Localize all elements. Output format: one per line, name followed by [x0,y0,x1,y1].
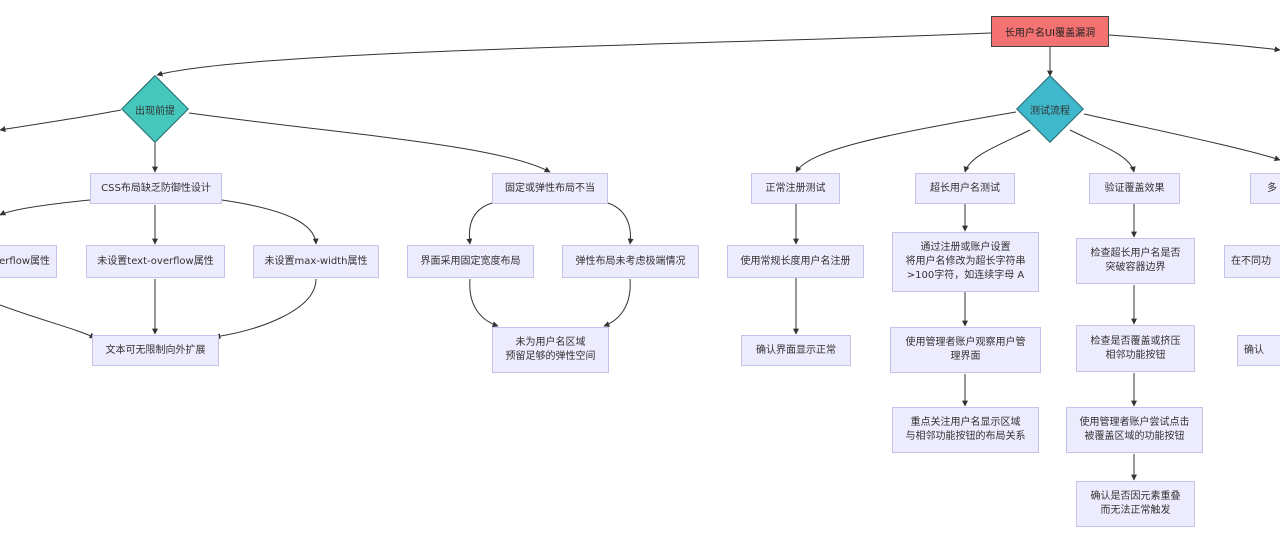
cause-diamond-label: 出现前提 [135,105,175,117]
node-verify-step4[interactable]: 确认是否因元素重叠 而无法正常触发 [1076,481,1195,527]
node-verify-step2[interactable]: 检查是否覆盖或挤压 相邻功能按钮 [1076,325,1195,372]
test-diamond-label: 测试流程 [1030,105,1070,117]
node-long-step2[interactable]: 使用管理者账户观察用户管 理界面 [890,327,1041,373]
node-flex-extreme[interactable]: 弹性布局未考虑极端情况 [562,245,699,278]
edge-layout-fixed [466,202,493,245]
edge-root-offscreen [1108,34,1280,53]
node-long-step1[interactable]: 通过注册或账户设置 将用户名修改为超长字符串 >100字符，如连续字母 A [892,232,1039,292]
node-layout-result[interactable]: 未为用户名区域 预留足够的弹性空间 [492,327,609,373]
edge-tests-normal [795,111,1017,173]
edge-root-causes [156,32,992,77]
node-multi-step1[interactable]: 在不同功 [1224,245,1280,278]
edge-css-overflow [0,199,91,216]
node-fixed-width[interactable]: 界面采用固定宽度布局 [407,245,534,278]
edge-fixed-result [469,278,499,328]
edge-maxwidth-result [214,278,317,340]
edge-flex-result [603,278,631,327]
node-normal-test[interactable]: 正常注册测试 [751,173,840,204]
edge-tests-long [963,129,1031,173]
node-multi-step2[interactable]: 确认 [1237,335,1280,366]
node-overflow[interactable]: erflow属性 [0,245,57,278]
node-normal-step2[interactable]: 确认界面显示正常 [741,335,851,366]
root-node[interactable]: 长用户名UI覆盖漏洞 [991,16,1109,47]
edge-layout-flex [607,202,634,245]
edge-causes-layout [188,112,551,173]
node-normal-step1[interactable]: 使用常规长度用户名注册 [727,245,864,278]
node-long-test[interactable]: 超长用户名测试 [915,173,1015,204]
edge-tests-verify [1069,129,1136,173]
edge-css-maxwidth [221,199,319,245]
edge-overflow-result [0,304,96,339]
node-verify-step1[interactable]: 检查超长用户名是否 突破容器边界 [1076,238,1195,284]
node-max-width[interactable]: 未设置max-width属性 [253,245,379,278]
node-text-overflow[interactable]: 未设置text-overflow属性 [86,245,225,278]
node-layout-improper[interactable]: 固定或弹性布局不当 [492,173,608,204]
node-verify-test[interactable]: 验证覆盖效果 [1089,173,1180,204]
edge-causes-offscreen [0,109,122,133]
edge-tests-multi [1083,113,1280,162]
node-multi-test[interactable]: 多 [1250,173,1280,204]
node-css-defense[interactable]: CSS布局缺乏防御性设计 [90,173,222,204]
node-long-step3[interactable]: 重点关注用户名显示区域 与相邻功能按钮的布局关系 [892,407,1039,453]
node-verify-step3[interactable]: 使用管理者账户尝试点击 被覆盖区域的功能按钮 [1066,407,1203,453]
node-css-result[interactable]: 文本可无限制向外扩展 [92,335,219,366]
